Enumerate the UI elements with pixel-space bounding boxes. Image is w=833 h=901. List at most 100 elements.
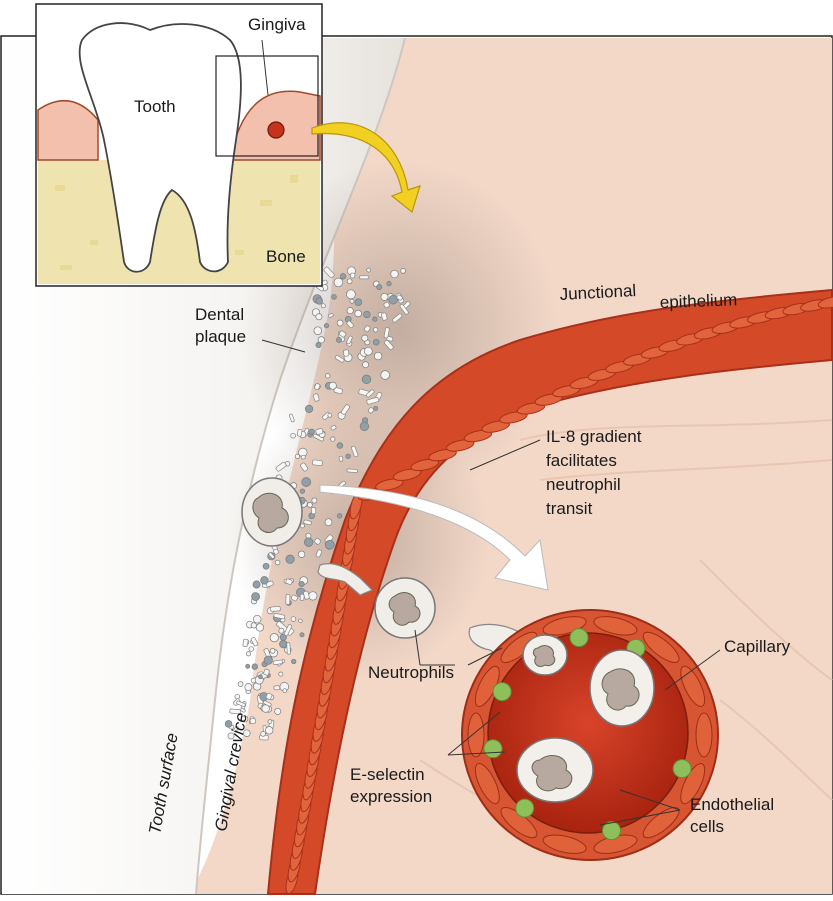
label-facilitates: facilitates: [546, 451, 617, 470]
endothelial-cell: [468, 713, 484, 757]
plaque-coccus: [253, 615, 261, 623]
plaque-coccus: [334, 278, 343, 287]
plaque-bacillus: [270, 606, 280, 611]
plaque-coccus: [336, 337, 341, 342]
plaque-coccus: [263, 563, 269, 569]
plaque-coccus: [387, 282, 391, 286]
plaque-bacillus: [347, 469, 358, 473]
plaque-coccus: [280, 640, 288, 648]
plaque-coccus: [337, 320, 343, 326]
label-junctional: Junctional: [559, 281, 636, 304]
plaque-bacillus: [360, 276, 369, 279]
plaque-coccus: [362, 335, 368, 341]
label-transit: transit: [546, 499, 593, 518]
plaque-coccus: [316, 314, 322, 320]
plaque-coccus: [309, 429, 314, 434]
plaque-coccus: [258, 675, 262, 679]
plaque-coccus: [283, 689, 287, 693]
plaque-coccus: [373, 317, 377, 321]
e-selectin-dot: [516, 799, 534, 817]
plaque-coccus: [261, 577, 269, 585]
plaque-coccus: [381, 371, 390, 380]
plaque-coccus: [363, 362, 369, 368]
label-expression: expression: [350, 787, 432, 806]
label-capillary: Capillary: [724, 637, 791, 656]
plaque-coccus: [328, 413, 332, 417]
plaque-coccus: [300, 489, 305, 494]
plaque-coccus: [347, 279, 352, 284]
plaque-bacillus: [300, 594, 304, 601]
plaque-coccus: [318, 337, 324, 343]
plaque-coccus: [389, 295, 398, 304]
plaque-coccus: [275, 560, 280, 565]
plaque-coccus: [305, 405, 312, 412]
plaque-coccus: [298, 551, 305, 558]
label-endothelial: Endothelial: [690, 795, 774, 814]
plaque-coccus: [304, 538, 313, 547]
inset-panel: [36, 4, 322, 286]
plaque-bacillus: [301, 455, 306, 459]
label-cells: cells: [690, 817, 724, 836]
plaque-coccus: [340, 274, 346, 280]
plaque-coccus: [314, 327, 322, 335]
plaque-coccus: [324, 324, 328, 328]
crevice-neutrophil: [242, 478, 302, 546]
plaque-coccus: [347, 307, 353, 313]
plaque-coccus: [325, 374, 330, 379]
label-eselectin: E-selectin: [350, 765, 425, 784]
plaque-bacillus: [339, 456, 343, 462]
plaque-bacillus: [312, 460, 322, 466]
plaque-bacillus: [243, 639, 249, 647]
plaque-coccus: [275, 708, 281, 714]
plaque-coccus: [362, 375, 371, 384]
inset-capillary-dot: [268, 122, 284, 138]
label-bone: Bone: [266, 247, 306, 266]
plaque-coccus: [367, 268, 371, 272]
e-selectin-dot: [493, 683, 511, 701]
plaque-coccus: [316, 342, 321, 347]
plaque-coccus: [401, 269, 406, 274]
plaque-coccus: [391, 270, 399, 278]
plaque-bacillus: [316, 428, 324, 434]
plaque-coccus: [286, 555, 294, 563]
plaque-bacillus: [311, 507, 315, 513]
plaque-coccus: [377, 284, 382, 289]
plaque-coccus: [291, 659, 296, 664]
plaque-coccus: [270, 634, 278, 642]
plaque-coccus: [268, 720, 272, 724]
plaque-coccus: [300, 633, 304, 637]
e-selectin-dot: [673, 760, 691, 778]
plaque-coccus: [261, 732, 266, 737]
plaque-bacillus: [263, 669, 269, 676]
plaque-coccus: [251, 623, 256, 628]
plaque-bacillus: [274, 686, 280, 690]
plaque-bacillus: [286, 594, 290, 604]
plaque-coccus: [325, 540, 334, 549]
plaque-bacillus: [287, 643, 291, 655]
plaque-coccus: [355, 299, 362, 306]
plaque-coccus: [307, 502, 312, 507]
plaque-coccus: [264, 656, 272, 664]
plaque-coccus: [332, 295, 337, 300]
plaque-coccus: [302, 478, 311, 487]
plaque-coccus: [374, 406, 378, 410]
plaque-coccus: [309, 592, 317, 600]
plaque-coccus: [246, 664, 250, 668]
plaque-coccus: [355, 310, 362, 317]
plaque-coccus: [346, 290, 355, 299]
plaque-coccus: [245, 684, 252, 691]
plaque-coccus: [360, 422, 369, 431]
plaque-coccus: [364, 311, 371, 318]
plaque-coccus: [381, 293, 388, 300]
plaque-coccus: [325, 519, 332, 526]
plaque-coccus: [279, 672, 283, 676]
plaque-coccus: [316, 298, 323, 305]
plaque-coccus: [238, 682, 243, 687]
plaque-coccus: [252, 593, 260, 601]
plaque-coccus: [246, 652, 250, 656]
plaque-coccus: [364, 347, 372, 355]
plaque-coccus: [331, 437, 335, 441]
plaque-coccus: [337, 514, 342, 519]
label-il8: IL-8 gradient: [546, 427, 642, 446]
